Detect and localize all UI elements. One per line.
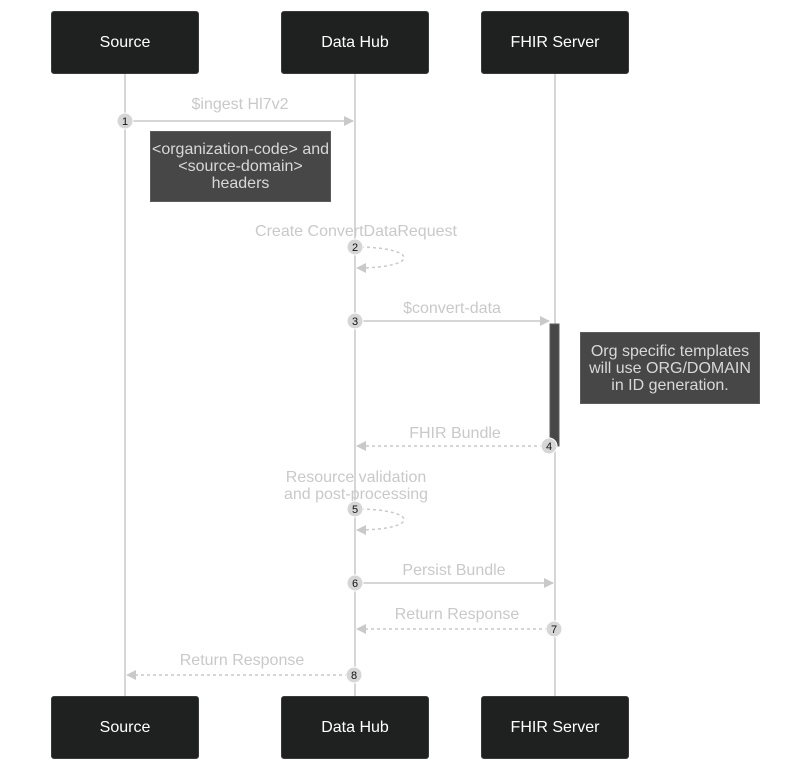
sequence-number-1: [116, 112, 134, 130]
sequence-number-8: [345, 666, 363, 684]
activation-bar: [549, 323, 560, 447]
sequence-number-3-text: 3: [352, 316, 358, 328]
sequence-number-3: [346, 312, 364, 330]
message-5-arrow: [354, 508, 405, 535]
sequence-number-6: [346, 574, 364, 592]
note-line: headers: [211, 175, 270, 192]
message-7-label: Return Response: [395, 606, 520, 623]
message-3-label: $convert-data: [403, 300, 501, 317]
message-1-label: $ingest Hl7v2: [192, 96, 289, 113]
sequence-number-4: [540, 437, 558, 455]
actor-fhir-server-top: FHIR Server: [481, 11, 629, 74]
note-line: will use ORG/DOMAIN: [589, 359, 751, 377]
message-8-label: Return Response: [180, 652, 305, 669]
actor-label: Data Hub: [321, 33, 389, 51]
note-line: <source-domain>: [178, 158, 303, 175]
actor-source-bottom: Source: [51, 696, 199, 759]
actor-label: FHIR Server: [510, 33, 600, 51]
sequence-number-6-text: 6: [352, 578, 358, 590]
message-6-label: Persist Bundle: [402, 562, 505, 579]
sequence-number-2-text: 2: [352, 242, 358, 254]
note-org-templates: Org specific templates will use ORG/DOMA…: [580, 332, 760, 404]
actor-fhir-server-bottom: FHIR Server: [481, 696, 629, 759]
actor-label: Source: [99, 718, 151, 736]
actor-data-hub-bottom: Data Hub: [281, 696, 429, 759]
note-headers: <organization-code> and <source-domain> …: [150, 131, 331, 202]
actor-label: FHIR Server: [510, 718, 600, 736]
sequence-number-2: [346, 238, 364, 256]
sequence-number-1-text: 1: [122, 116, 128, 128]
sequence-number-5-text: 5: [352, 504, 358, 516]
actor-source-top: Source: [51, 11, 199, 74]
sequence-number-7-text: 7: [551, 624, 557, 636]
actor-label: Source: [99, 33, 151, 51]
sequence-number-5: [346, 500, 364, 518]
note-line: in ID generation.: [611, 376, 729, 394]
sequence-number-4-text: 4: [546, 441, 552, 453]
sequence-number-8-text: 8: [351, 670, 357, 682]
message-5-label-line-2: and post-processing: [284, 486, 428, 503]
note-line: <organization-code> and: [151, 141, 330, 158]
message-2-arrow: [354, 246, 405, 273]
sequence-number-7: [545, 620, 563, 638]
message-5-label-line-1: Resource validation: [286, 469, 427, 486]
message-4-label: FHIR Bundle: [409, 425, 501, 442]
actor-label: Data Hub: [321, 718, 389, 736]
actor-data-hub-top: Data Hub: [281, 11, 429, 74]
message-2-label: Create ConvertDataRequest: [255, 223, 457, 240]
note-line: Org specific templates: [590, 342, 750, 360]
